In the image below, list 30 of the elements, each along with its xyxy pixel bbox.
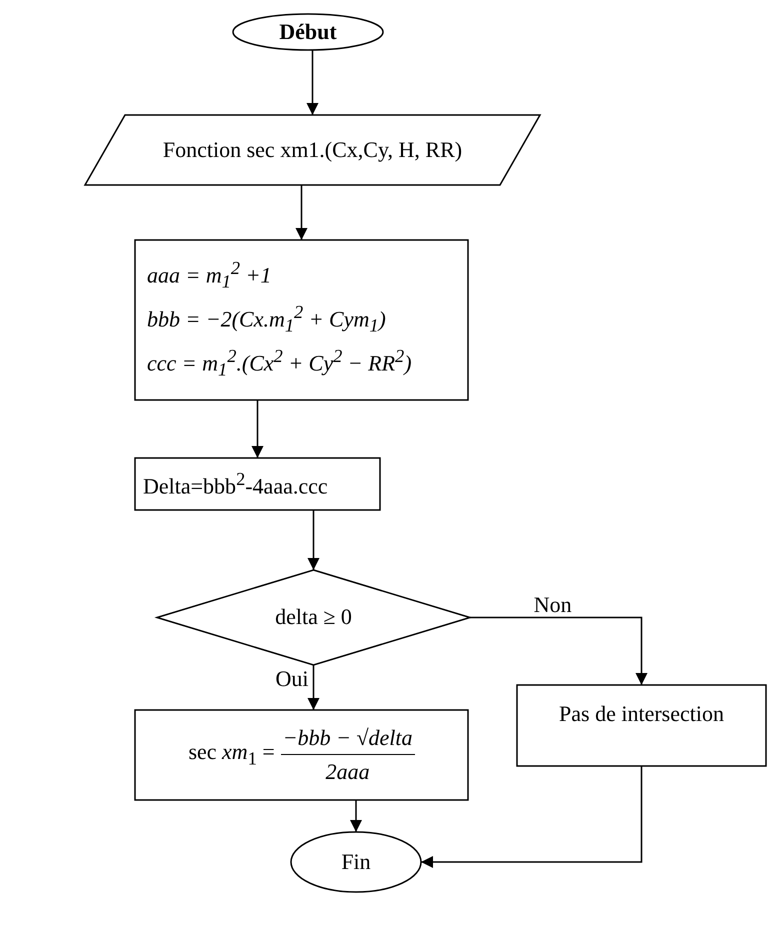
node-label: Delta=bbb$^{2}$-4aaa.ccc	[143, 468, 328, 500]
arrow	[296, 185, 308, 240]
node-label: Début	[279, 18, 337, 46]
end-terminal	[291, 832, 421, 892]
node-label: Fin	[341, 848, 371, 876]
arrow	[350, 800, 362, 832]
formula-lhs: sec xm$_{1}$ =	[188, 739, 275, 771]
arrow	[308, 510, 320, 570]
arrow	[470, 616, 648, 685]
process-box	[135, 458, 380, 510]
numerator: −bbb − √delta	[280, 724, 415, 755]
edge-label: Oui	[276, 668, 308, 690]
process-box	[135, 240, 468, 400]
process-box	[135, 710, 468, 800]
process-box	[517, 685, 766, 766]
node-label: Pas de intersection	[559, 701, 724, 728]
arrow	[421, 766, 642, 868]
denominator: 2aaa	[326, 758, 370, 786]
start-terminal	[233, 14, 383, 50]
input-parallelogram	[85, 115, 540, 185]
decision-diamond	[157, 570, 470, 665]
formula: bbb = −2(Cx.m$_{1}$$^{2}$ + Cym$_{1}$)	[147, 302, 386, 338]
formula: ccc = m$_{1}$$^{2}$.(Cx$^{2}$ + Cy$^{2}$ − RR$^{2}$)	[147, 346, 412, 382]
arrow	[252, 400, 264, 458]
arrow	[306, 50, 318, 115]
node-label: Fonction sec xm1.(Cx,Cy, H, RR)	[162, 136, 462, 164]
node-label: delta ≥ 0	[275, 604, 352, 631]
edge-label: Non	[534, 594, 572, 616]
formula: aaa = m$_{1}$$^{2}$ +1	[147, 258, 272, 294]
arrow	[308, 665, 320, 710]
